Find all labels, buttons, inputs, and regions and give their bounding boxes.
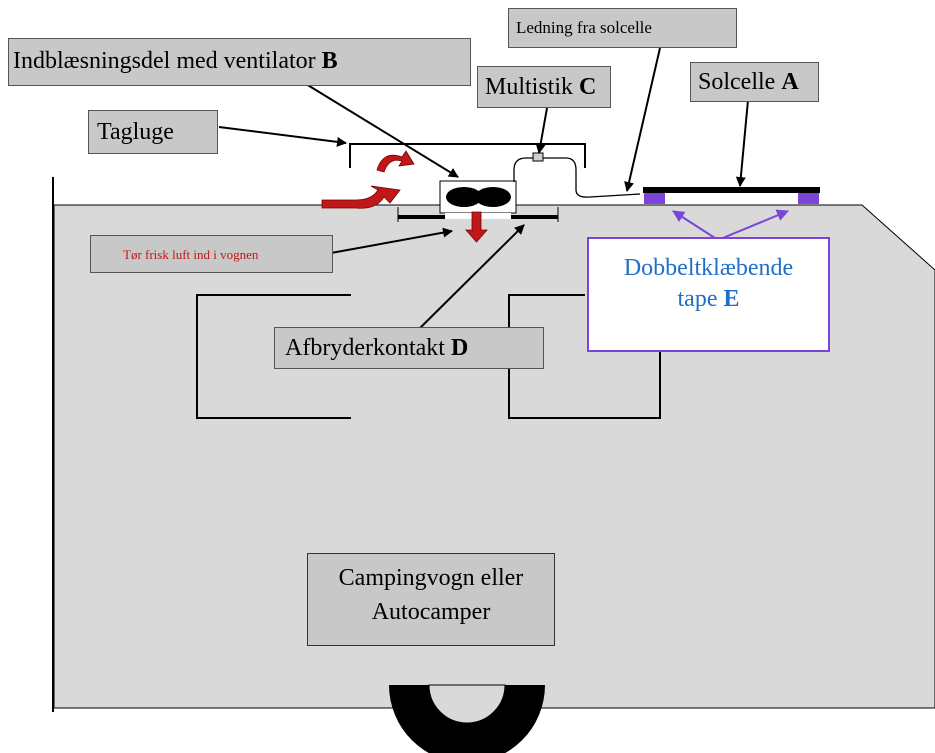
roof-plate-left: [398, 215, 445, 219]
solcelle-letter: A: [781, 69, 799, 95]
window-right: [508, 294, 661, 419]
tape-word: tape: [677, 286, 718, 313]
indblaesning-letter: B: [321, 48, 338, 74]
multistik-plug: [532, 152, 544, 162]
label-multistik: Multistik C: [477, 66, 611, 108]
fan-blade-left: [446, 187, 482, 207]
tape-letter: E: [723, 286, 740, 313]
arrow-tagluge: [218, 126, 347, 147]
vogn-line2: Autocamper: [371, 598, 491, 625]
arrow-solcelle: [735, 99, 749, 187]
label-indblaesningsdel: Indblæsningsdel med ventilator B: [8, 38, 471, 86]
arrow-ledning: [624, 47, 661, 192]
indblaesning-text: Indblæsningsdel med ventilator: [13, 48, 316, 74]
multistik-letter: C: [579, 74, 597, 100]
down-air-arrow: [465, 211, 488, 243]
label-solcelle: Solcelle A: [690, 62, 819, 102]
arrow-multistik: [535, 107, 548, 154]
tagluge-bracket: [349, 143, 586, 168]
tape-line2: tape E: [589, 284, 828, 315]
afbryder-text: Afbryderkontakt: [285, 335, 445, 361]
arrow-tape-left: [672, 210, 719, 241]
ledning-text: Ledning fra solcelle: [516, 18, 652, 37]
label-dobbeltklaebende-tape: Dobbeltklæbende tape E: [587, 237, 830, 352]
label-tagluge: Tagluge: [88, 110, 218, 154]
tor-luft-text: Tør frisk luft ind i vognen: [123, 247, 259, 262]
arrow-indblaesning: [305, 83, 459, 178]
afbryder-letter: D: [450, 335, 469, 361]
tape-pad-right: [798, 193, 819, 204]
multistik-cable: [513, 157, 641, 198]
solcelle-text: Solcelle: [698, 69, 776, 95]
window-left: [196, 294, 351, 419]
roof-plate-right: [511, 215, 558, 219]
multistik-text: Multistik: [485, 74, 574, 100]
solar-panel: [643, 187, 820, 193]
wheel-hub: [428, 684, 506, 724]
label-campingvogn: Campingvogn eller Autocamper: [307, 553, 555, 646]
arrow-tor-luft: [330, 227, 453, 254]
label-ledning-fra-solcelle: Ledning fra solcelle: [508, 8, 737, 48]
arrow-tape-right: [717, 209, 789, 241]
tape-pad-left: [644, 193, 665, 204]
tape-line1: Dobbeltklæbende: [623, 255, 794, 281]
tagluge-text: Tagluge: [97, 119, 174, 145]
curved-air-arrow-top: [376, 150, 415, 173]
arrow-afbryder: [419, 224, 525, 329]
label-tor-frisk-luft: Tør frisk luft ind i vognen: [90, 235, 333, 273]
fan-blade-right: [475, 187, 511, 207]
label-afbryderkontakt: Afbryderkontakt D: [274, 327, 544, 369]
vogn-line1: Campingvogn eller: [338, 565, 524, 591]
curved-air-arrow-side: [321, 185, 401, 209]
